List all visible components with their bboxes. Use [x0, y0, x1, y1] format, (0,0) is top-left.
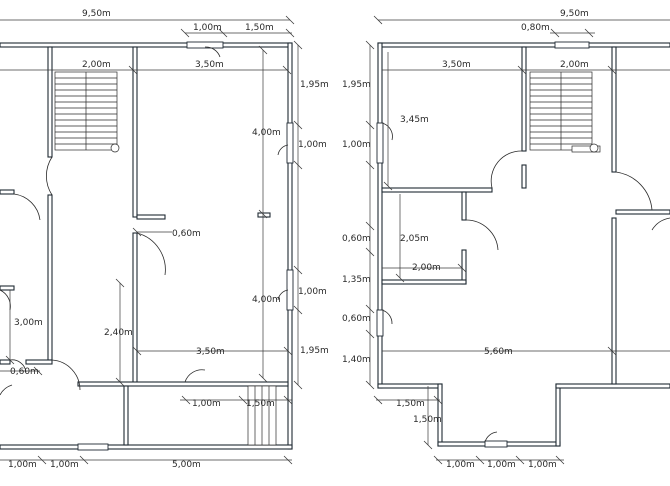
- dim-bottom-a: 1,00m: [192, 399, 221, 409]
- left-stair-top: [54, 71, 120, 153]
- right-outer-walls: [376, 41, 670, 448]
- right-dimension-labels: 9,50m 0,80m 3,50m 2,00m 1,95m 1,00m 0,60…: [342, 9, 589, 470]
- dim-right-c: 1,00m: [298, 287, 327, 297]
- dim-base-a: 1,00m: [8, 460, 37, 470]
- dim-door-w: 0,60m: [172, 229, 201, 239]
- dim-r-base-b: 1,00m: [487, 460, 516, 470]
- dim-right-a: 1,95m: [300, 80, 329, 90]
- dim-r-left-b: 1,00m: [342, 140, 371, 150]
- dim-r-left-a: 1,95m: [342, 80, 371, 90]
- dim-mid-h: 3,50m: [196, 347, 225, 357]
- dim-r-base-c: 1,00m: [528, 460, 557, 470]
- right-interior-walls: [381, 46, 670, 385]
- dim-mid-v2: 2,40m: [104, 328, 133, 338]
- right-doors: [381, 122, 670, 443]
- dim-r-left-c: 0,60m: [342, 234, 371, 244]
- left-outer-walls: [0, 41, 294, 451]
- dim-r-room-top-b: 2,00m: [560, 60, 589, 70]
- dim-r-left-d: 1,35m: [342, 275, 371, 285]
- dim-top-b: 1,50m: [245, 23, 274, 33]
- dim-base-c: 5,00m: [172, 460, 201, 470]
- left-doors: [0, 46, 289, 396]
- plan-left: 9,50m 1,00m 1,50m 2,00m 3,50m 1,95m 1,00…: [0, 9, 329, 470]
- dim-r-bottom-v: 1,50m: [413, 415, 442, 425]
- dim-r-left-f: 1,40m: [342, 355, 371, 365]
- left-dimension-labels: 9,50m 1,00m 1,50m 2,00m 3,50m 1,95m 1,00…: [8, 9, 329, 470]
- dim-bottom-b: 1,50m: [246, 399, 275, 409]
- dim-base-b: 1,00m: [50, 460, 79, 470]
- left-stair-bottom: [247, 385, 277, 446]
- dim-r-mid-h: 5,60m: [484, 347, 513, 357]
- dim-room-top-a: 2,00m: [82, 60, 111, 70]
- dim-r-base-a: 1,00m: [446, 460, 475, 470]
- plan-right: 9,50m 0,80m 3,50m 2,00m 1,95m 1,00m 0,60…: [342, 9, 670, 470]
- dim-r-bottom-a: 1,50m: [396, 399, 425, 409]
- dim-top-a: 1,00m: [193, 23, 222, 33]
- dim-top-total: 9,50m: [82, 9, 111, 19]
- dim-inner-v-top: 4,00m: [252, 128, 281, 138]
- right-stair: [529, 71, 601, 153]
- dim-small-w: 0,60m: [10, 367, 39, 377]
- dim-r-window-w: 0,80m: [521, 23, 550, 33]
- dim-r-top-total: 9,50m: [560, 9, 589, 19]
- dim-right-d: 1,95m: [300, 346, 329, 356]
- dim-mid-v: 3,00m: [14, 318, 43, 328]
- dim-r-inner-v: 3,45m: [400, 115, 429, 125]
- right-dimension-lines: [365, 15, 670, 465]
- dim-room-top-b: 3,50m: [195, 60, 224, 70]
- dim-r-left-e: 0,60m: [342, 314, 371, 324]
- left-interior-walls: [0, 46, 289, 446]
- dim-r-inner-v2: 2,05m: [400, 234, 429, 244]
- dim-inner-v-bottom: 4,00m: [252, 295, 281, 305]
- dim-r-room-top-a: 3,50m: [442, 60, 471, 70]
- left-dimension-lines: [0, 15, 303, 465]
- dim-r-inner-h: 2,00m: [412, 263, 441, 273]
- dim-right-b: 1,00m: [298, 140, 327, 150]
